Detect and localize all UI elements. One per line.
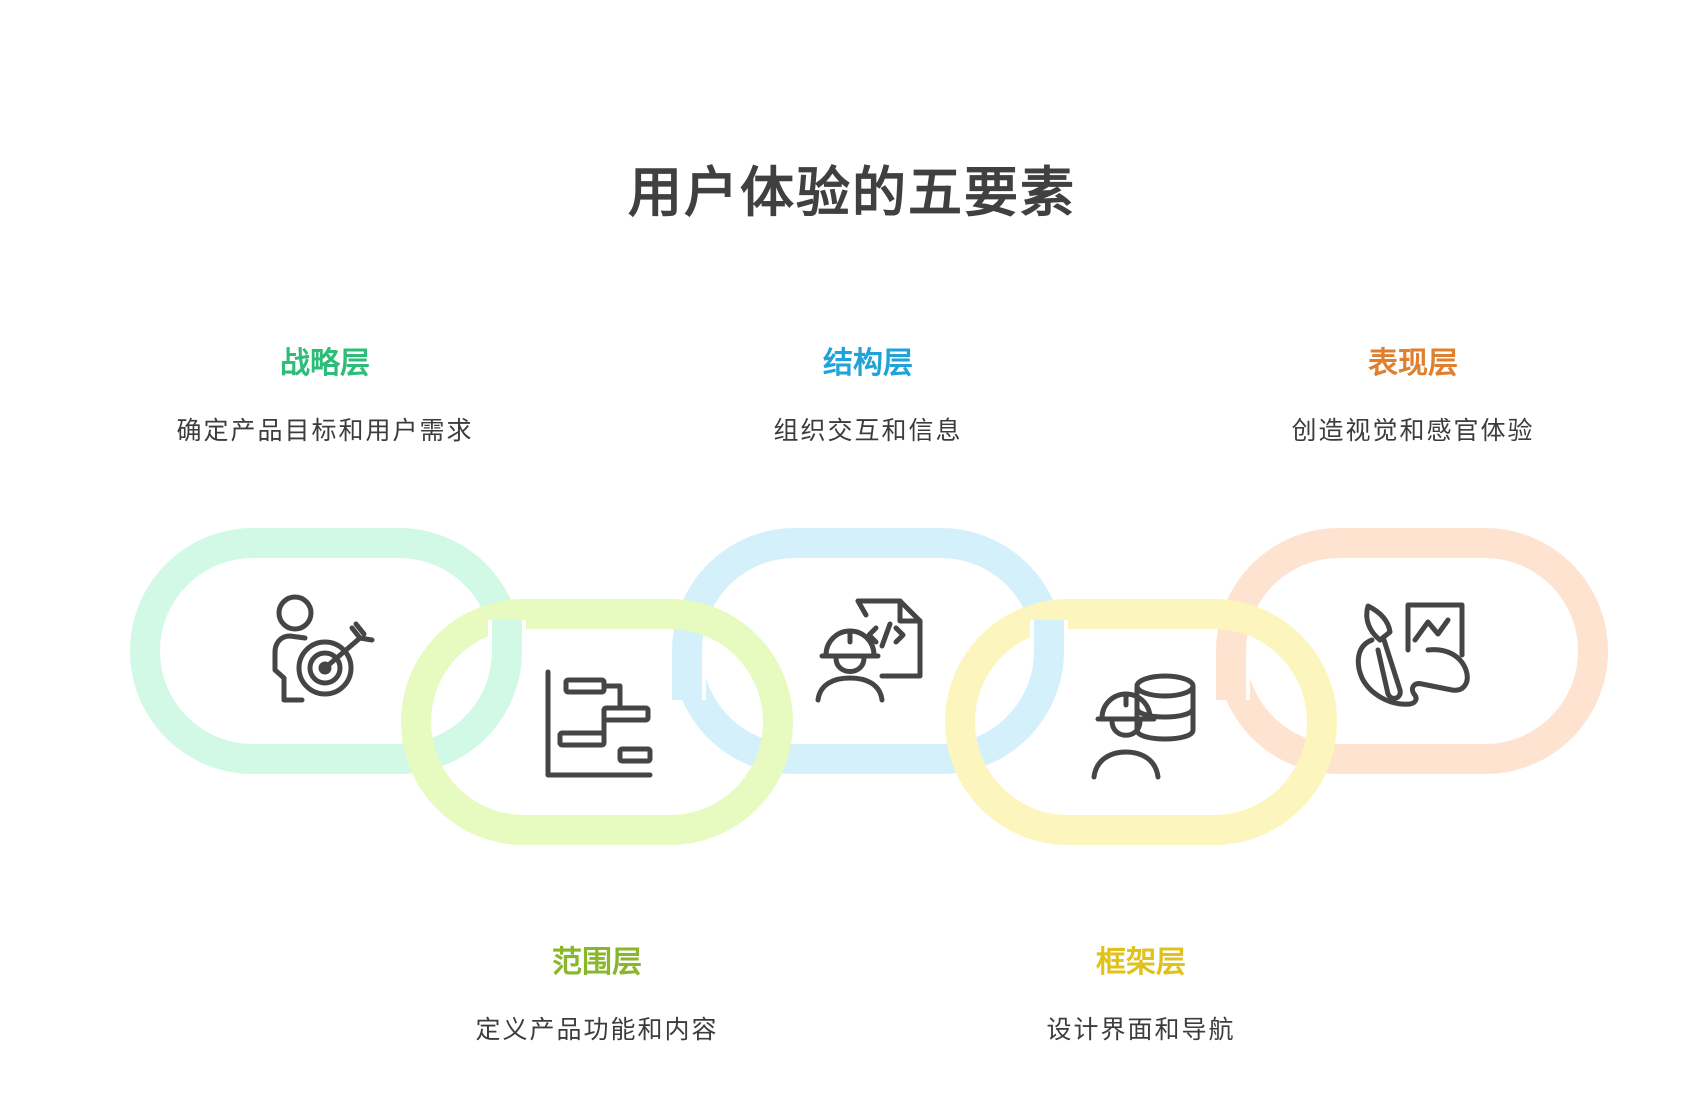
layer-title-strategy: 战略层 <box>280 346 370 381</box>
layer-label-structure: 结构层 组织交互和信息 <box>658 344 1078 448</box>
person-target-icon <box>272 594 375 703</box>
chain-link-scope <box>401 599 793 845</box>
chain-link-skeleton <box>945 599 1337 845</box>
paintbrush-palette-icon <box>1355 602 1470 707</box>
layer-title-structure: 结构层 <box>823 346 913 381</box>
layer-title-skeleton: 框架层 <box>1096 945 1186 980</box>
layer-desc-structure: 组织交互和信息 <box>773 416 963 445</box>
layer-desc-strategy: 确定产品目标和用户需求 <box>176 416 474 445</box>
engineer-database-icon <box>1091 673 1196 780</box>
layer-label-surface: 表现层 创造视觉和感官体验 <box>1203 344 1623 448</box>
layer-title-surface: 表现层 <box>1368 346 1458 381</box>
layer-label-skeleton: 框架层 设计界面和导航 <box>931 943 1351 1047</box>
layer-label-strategy: 战略层 确定产品目标和用户需求 <box>115 344 535 448</box>
layer-desc-skeleton: 设计界面和导航 <box>1046 1015 1236 1044</box>
layer-desc-surface: 创造视觉和感官体验 <box>1291 416 1535 445</box>
gantt-chart-icon <box>545 669 653 778</box>
layer-desc-scope: 定义产品功能和内容 <box>475 1015 719 1044</box>
page-title: 用户体验的五要素 <box>628 160 1076 224</box>
layer-title-scope: 范围层 <box>552 945 642 980</box>
layer-label-scope: 范围层 定义产品功能和内容 <box>387 943 807 1047</box>
developer-code-icon <box>815 598 923 703</box>
